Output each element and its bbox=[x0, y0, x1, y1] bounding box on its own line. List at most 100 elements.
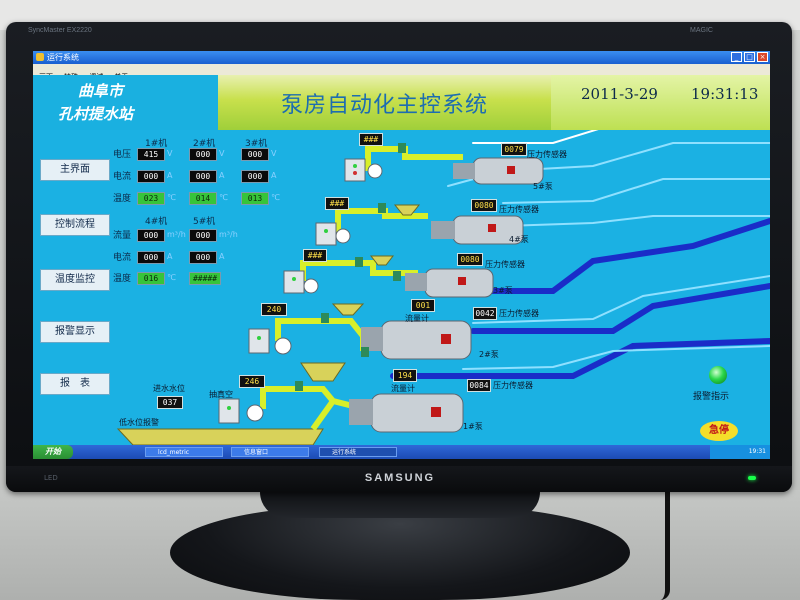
nav-control-flow-button[interactable]: 控制流程 bbox=[40, 214, 110, 236]
fan-icon-3 bbox=[303, 278, 319, 294]
monitor-base bbox=[170, 505, 630, 600]
water-tank bbox=[116, 428, 324, 446]
row-label-current-bottom: 电流 bbox=[113, 253, 132, 263]
pump-motor-5 bbox=[453, 157, 544, 185]
window-title: 运行系统 bbox=[47, 53, 79, 62]
process-diagram bbox=[116, 122, 770, 446]
clock-panel: 2011-3-29 19:31:13 bbox=[551, 75, 770, 130]
machine-label-1: 1#机 bbox=[145, 139, 168, 149]
station-city: 曲阜市 bbox=[78, 82, 124, 100]
nav-main-button[interactable]: 主界面 bbox=[40, 159, 110, 181]
fan-icon-1 bbox=[246, 404, 264, 422]
fan-icon-5 bbox=[367, 163, 383, 179]
pump1-pressure-value: 0084 bbox=[467, 379, 491, 392]
vacuum-pump-5 bbox=[344, 158, 366, 182]
screen: 运行系统 _ □ × 画面 特殊 调试 关于 曲阜市 孔村提水站 泵房自动化主控… bbox=[33, 51, 770, 459]
pump5-pressure-value: 0079 bbox=[501, 143, 527, 156]
unit-current: A bbox=[219, 252, 225, 261]
current-value-2: 000 bbox=[189, 170, 217, 183]
monitor-led-mark: LED bbox=[44, 474, 58, 482]
machine-label-2: 2#机 bbox=[193, 139, 216, 149]
maximize-icon[interactable]: □ bbox=[744, 52, 755, 62]
valve-icon bbox=[361, 347, 369, 357]
system-banner: 泵房自动化主控系统 bbox=[218, 75, 551, 130]
close-icon[interactable]: × bbox=[757, 52, 768, 62]
vacuum-pump-4 bbox=[315, 222, 337, 246]
pump3-pressure-value: 0080 bbox=[457, 253, 483, 266]
nav-temperature-button[interactable]: 温度监控 bbox=[40, 269, 110, 291]
return-line-3 bbox=[502, 215, 770, 227]
unit-voltage: V bbox=[219, 149, 225, 158]
pump1-flow-meter-label: 流量计 bbox=[391, 384, 415, 393]
pump2-label: 2#泵 bbox=[479, 350, 499, 359]
monitor-cable bbox=[653, 492, 670, 600]
pump-motor-4 bbox=[431, 215, 524, 245]
funnel-3 bbox=[331, 303, 365, 316]
minimize-icon[interactable]: _ bbox=[731, 52, 742, 62]
emergency-stop-button[interactable]: 急停 bbox=[700, 421, 738, 441]
current-value-1: 000 bbox=[137, 170, 165, 183]
funnels bbox=[300, 204, 421, 382]
pump4-pressure-label: 压力传感器 bbox=[499, 205, 539, 214]
fan-icon-4 bbox=[335, 228, 351, 244]
pump2-pressure-label: 压力传感器 bbox=[499, 309, 539, 318]
taskbar-item-lcd[interactable]: lcd_metric bbox=[145, 447, 223, 457]
menubar: 画面 特殊 调试 关于 bbox=[33, 64, 770, 81]
pump2-flow-display: 240 bbox=[261, 303, 287, 316]
machine-label-4: 4#机 bbox=[145, 217, 168, 227]
window-titlebar[interactable]: 运行系统 _ □ × bbox=[33, 51, 770, 64]
suction-pipe-3 bbox=[300, 260, 418, 281]
unit-flow: m³/h bbox=[219, 230, 238, 239]
unit-current: A bbox=[271, 171, 277, 180]
flow-value-4: 000 bbox=[137, 229, 165, 242]
row-label-flow: 流量 bbox=[113, 231, 132, 241]
row-label-current: 电流 bbox=[113, 172, 132, 182]
taskbar: 开始 lcd_metric 信息窗口 运行系统 19:31 bbox=[33, 445, 770, 459]
monitor-stand bbox=[260, 492, 540, 518]
pump4-pressure-value: 0080 bbox=[471, 199, 497, 212]
unit-temperature: ℃ bbox=[219, 193, 228, 202]
temperature-value-3: 013 bbox=[241, 192, 269, 205]
pump4-flow-display: ### bbox=[325, 197, 349, 210]
unit-current: A bbox=[167, 252, 173, 261]
nav-report-button[interactable]: 报 表 bbox=[40, 373, 110, 395]
main-line-1 bbox=[390, 338, 770, 379]
nav-alarm-button[interactable]: 报警显示 bbox=[40, 321, 110, 343]
valve-icon bbox=[355, 257, 363, 267]
temperature-value-4: 016 bbox=[137, 272, 165, 285]
valve-icon bbox=[295, 381, 303, 391]
vacuum-pump-2 bbox=[248, 328, 270, 354]
return-line-4 bbox=[502, 178, 770, 204]
pump3-pressure-label: 压力传感器 bbox=[485, 260, 525, 269]
alarm-indicator-label: 报警指示 bbox=[693, 392, 730, 402]
voltage-value-1: 415 bbox=[137, 148, 165, 161]
low-level-alarm-label: 低水位报警 bbox=[119, 418, 159, 427]
unit-voltage: V bbox=[271, 149, 277, 158]
fan-icon-2 bbox=[274, 337, 292, 355]
start-button[interactable]: 开始 bbox=[33, 445, 73, 459]
flow-value-5: 000 bbox=[189, 229, 217, 242]
taskbar-item-runtime[interactable]: 运行系统 bbox=[319, 447, 397, 457]
main-line-2 bbox=[470, 283, 770, 334]
valve-icon bbox=[321, 313, 329, 323]
pump5-label: 5#泵 bbox=[533, 182, 553, 191]
status-light-icon bbox=[324, 229, 328, 233]
unit-voltage: V bbox=[167, 149, 173, 158]
status-light-icon bbox=[227, 406, 231, 410]
pump-motors bbox=[349, 157, 544, 433]
taskbar-item-info[interactable]: 信息窗口 bbox=[231, 447, 309, 457]
pump-motor-2 bbox=[361, 320, 472, 360]
status-light-icon bbox=[257, 336, 261, 340]
funnel-5 bbox=[393, 204, 421, 216]
unit-current: A bbox=[219, 171, 225, 180]
power-led-icon bbox=[748, 476, 756, 480]
status-lights bbox=[227, 164, 357, 410]
unit-temperature: ℃ bbox=[167, 193, 176, 202]
voltage-value-3: 000 bbox=[241, 148, 269, 161]
valves bbox=[295, 143, 406, 391]
temperature-value-2: 014 bbox=[189, 192, 217, 205]
row-label-temperature: 温度 bbox=[113, 194, 132, 204]
status-light-icon bbox=[353, 164, 357, 168]
suction-pipe-4 bbox=[335, 208, 428, 233]
vacuum-pump-3 bbox=[283, 270, 305, 294]
